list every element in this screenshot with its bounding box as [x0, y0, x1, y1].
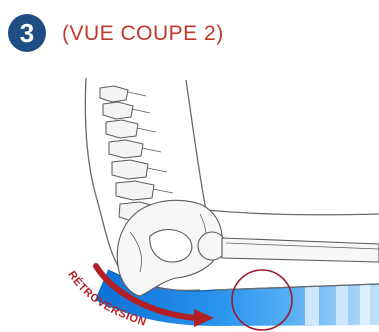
femur [198, 232, 379, 262]
page-title: (VUE COUPE 2) [62, 22, 224, 46]
step-number-badge: 3 [8, 14, 46, 52]
header: 3 (VUE COUPE 2) [0, 0, 379, 60]
